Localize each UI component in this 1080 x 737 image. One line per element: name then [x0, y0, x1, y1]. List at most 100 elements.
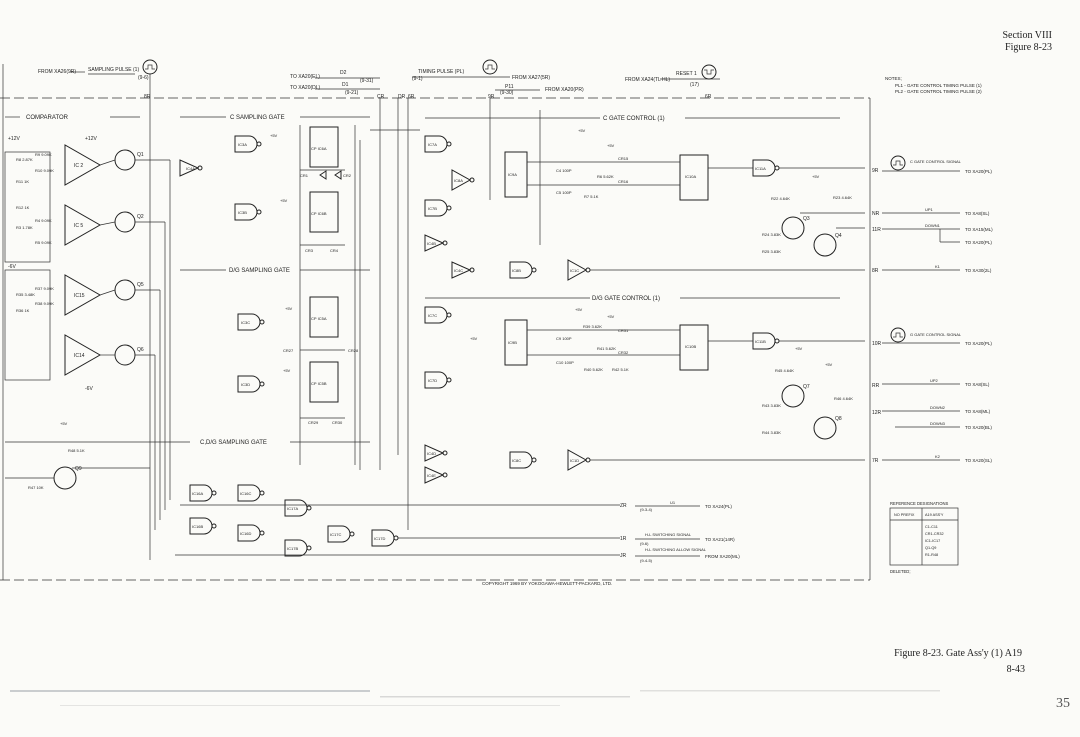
gate-ic4a: IC4A [179, 159, 203, 177]
supply-p5-h: +5V [470, 336, 478, 341]
gate-ic8a: IC8A [451, 169, 475, 191]
section-c-gate-control: C GATE CONTROL (1) [603, 116, 665, 122]
svg-text:TO XA24(PL): TO XA24(PL) [705, 504, 732, 509]
svg-text:UP1: UP1 [925, 207, 934, 212]
transistor-q4: Q4 [813, 233, 842, 257]
op-amp-ic14: IC14 [64, 334, 102, 376]
r24-label: R24 3.83K [762, 232, 781, 237]
diode-cr15: CR15 [618, 156, 629, 161]
supply-m6-b: -6V [85, 386, 93, 392]
ref-9-21: (9-21) [345, 90, 359, 96]
section-cdg-sampling-gate: C,D/G SAMPLING GATE [200, 440, 267, 446]
svg-text:IC16D: IC16D [240, 531, 251, 536]
svg-text:9R: 9R [488, 94, 495, 100]
svg-text:IC17B: IC17B [287, 546, 298, 551]
top-pin-6r: 6R [408, 94, 415, 100]
svg-text:K1: K1 [935, 264, 941, 269]
svg-text:CR2: CR2 [343, 173, 352, 178]
sampling-pulse-label: SAMPLING PULSE (1) [88, 67, 139, 73]
svg-text:IC11B: IC11B [755, 339, 766, 344]
top-pin-6r-right: 6R [705, 94, 712, 100]
svg-text:TO XA8(SL): TO XA8(SL) [965, 382, 990, 387]
supply-p5-c: +5V [285, 306, 293, 311]
svg-text:H-L SWITCHING ALLOW SIGNAL: H-L SWITCHING ALLOW SIGNAL [645, 547, 707, 552]
svg-text:IC1D: IC1D [570, 458, 579, 463]
svg-text:IC9B: IC9B [508, 340, 517, 345]
svg-text:CR1-CR32: CR1-CR32 [925, 532, 944, 536]
copyright: COPYRIGHT 1969 BY YOKOGAWA-HEWLETT-PACKA… [482, 581, 612, 586]
supply-p5-d: +5V [283, 368, 291, 373]
gate-ic8b: IC8B [509, 261, 537, 279]
svg-text:IC8C: IC8C [512, 458, 521, 463]
svg-text:NO PREFIX: NO PREFIX [894, 513, 915, 517]
transistor-q3: Q3 [781, 216, 810, 240]
svg-text:DOWN1: DOWN1 [925, 223, 941, 228]
diode-cr2: CR2 [334, 170, 352, 180]
svg-text:IC7D: IC7D [428, 378, 437, 383]
svg-text:K2: K2 [935, 454, 941, 459]
svg-text:CR4: CR4 [330, 248, 339, 253]
svg-text:CR28: CR28 [348, 348, 359, 353]
svg-text:CP IC5A: CP IC5A [311, 316, 327, 321]
gate-ic7a: IC7A [424, 135, 452, 153]
cap-c9: C9 100P [556, 336, 572, 341]
svg-text:Q8: Q8 [835, 416, 842, 422]
r4-label: R4 9.09K [35, 218, 52, 223]
diode-cr32: CR32 [618, 350, 629, 355]
to-xa20-el-label: TO XA20(EL) [290, 74, 320, 80]
output-k2: 7R K2 TO XA20(SL) [872, 454, 992, 464]
gate-ic3b: IC3B [234, 203, 262, 221]
supply-p5-m: +5V [60, 421, 68, 426]
svg-text:Q6: Q6 [137, 347, 144, 353]
svg-text:6R: 6R [408, 94, 415, 100]
p11-label: P11 [505, 84, 514, 90]
gate-ic3c: IC3C [237, 313, 265, 331]
svg-text:TO XA20(PL): TO XA20(PL) [965, 341, 992, 346]
svg-text:IC10B: IC10B [685, 344, 696, 349]
svg-text:CR30: CR30 [332, 420, 343, 425]
r48-label: R48 5.1K [68, 448, 85, 453]
svg-text:IC1-IC17: IC1-IC17 [925, 539, 940, 543]
svg-text:U1: U1 [670, 500, 676, 505]
gate-ic4b: IC4B [424, 234, 448, 252]
svg-text:CP IC5B: CP IC5B [311, 381, 327, 386]
r47-label: R47 10K [28, 485, 44, 490]
svg-text:Q2: Q2 [137, 214, 144, 220]
r35-label: R35 3.48K [16, 292, 35, 297]
output-xa20-pl-b: TO XA20(PL) [939, 229, 992, 245]
supply-p12-a: +12V [8, 136, 20, 142]
gate-ic16c: IC16C [237, 484, 265, 502]
output-down2: 12R DOWN2 TO XA8(ML) [872, 405, 991, 416]
supply-p5-e: +5V [578, 128, 586, 133]
svg-text:TO XA15(ML): TO XA15(ML) [965, 227, 993, 232]
flipflop-ic10b: IC10B [679, 324, 709, 371]
from-xa24-label: FROM XA24(TL HL) [625, 77, 670, 83]
r45-label: R45 4.64K [775, 368, 794, 373]
section-dg-gate-control: D/G GATE CONTROL (1) [592, 296, 660, 302]
svg-text:IC4A: IC4A [186, 166, 195, 171]
r22-label: R22 4.64K [771, 196, 790, 201]
gate-ic3d: IC3D [237, 375, 265, 393]
diode-cr1: CR1 [300, 170, 327, 180]
svg-text:DOWN3: DOWN3 [930, 421, 946, 426]
r6-label: R6 5.62K [597, 174, 614, 179]
top-pin-dr: DR [398, 94, 406, 100]
svg-text:IC15: IC15 [74, 293, 85, 299]
ref-9-1: (9-1) [412, 76, 423, 82]
output-9r: 9R C GATE CONTROL SIGNAL TO XA20(PL) [872, 155, 992, 174]
output-down3: DOWN3 TO XA20(BL) [895, 421, 992, 430]
transistor-q8: Q8 [813, 416, 842, 440]
gate-ic1d: IC1D [567, 449, 591, 471]
gate-ic16d: IC16D [237, 524, 265, 542]
op-amp-ic15: IC15 [64, 274, 102, 316]
section-comparator: COMPARATOR [26, 115, 69, 121]
from-xa26-label: FROM XA26(9R) [38, 69, 76, 75]
gate-ic11b: IC11B [752, 332, 780, 350]
svg-text:ZR: ZR [620, 503, 627, 509]
from-xa20-pr-label: FROM XA20(PR) [545, 87, 584, 93]
op-amp-ic2: IC 2 [64, 144, 102, 186]
section-header: Section VIII Figure 8-23 [1002, 30, 1052, 54]
svg-text:8R: 8R [144, 94, 151, 100]
supply-p5-a: +5V [270, 133, 278, 138]
flipflop-ic5b: CP IC5B [309, 361, 339, 403]
